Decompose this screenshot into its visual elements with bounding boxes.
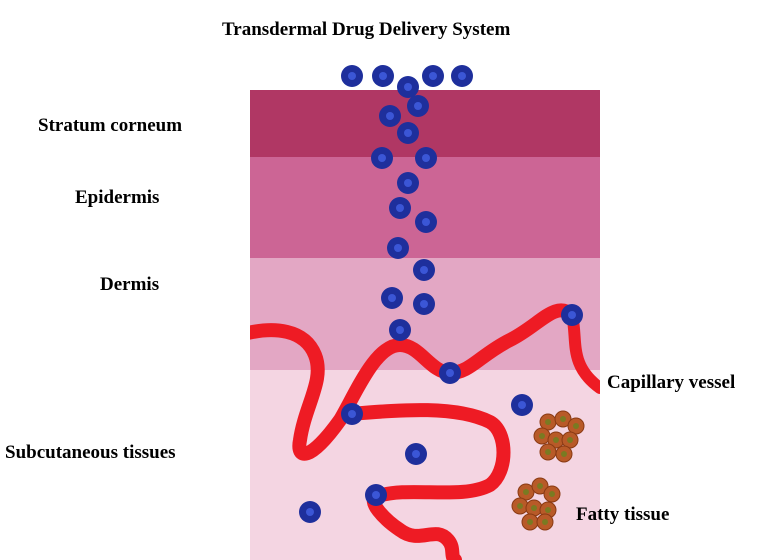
drug-particle (413, 293, 435, 315)
drug-particle (511, 394, 533, 416)
epidermis-layer (250, 157, 600, 258)
label-capillary-vessel: Capillary vessel (607, 372, 736, 393)
fat-cell-cluster (511, 477, 561, 531)
label-stratum-corneum: Stratum corneum (38, 115, 183, 136)
label-epidermis: Epidermis (75, 187, 160, 208)
drug-particle (397, 76, 419, 98)
label-subcutaneous-tissues: Subcutaneous tissues (5, 442, 176, 463)
drug-particle (407, 95, 429, 117)
drug-particle (341, 403, 363, 425)
drug-particle (299, 501, 321, 523)
capillary-lower (343, 403, 511, 560)
drug-particle (372, 65, 394, 87)
label-dermis: Dermis (100, 274, 160, 295)
drug-particle (389, 197, 411, 219)
drug-particle (422, 65, 444, 87)
drug-particle (381, 287, 403, 309)
fatty-tissue-clusters (511, 410, 585, 531)
drug-particles (299, 65, 583, 523)
drug-particle (413, 259, 435, 281)
drug-particle (397, 172, 419, 194)
diagram-title: Transdermal Drug Delivery System (222, 19, 511, 40)
drug-particle (405, 443, 427, 465)
drug-particle (439, 362, 461, 384)
drug-particle (415, 211, 437, 233)
drug-particle (397, 122, 419, 144)
drug-particle (451, 65, 473, 87)
drug-particle (561, 304, 583, 326)
drug-particle (371, 147, 393, 169)
drug-particle (387, 237, 409, 259)
drug-particle (415, 147, 437, 169)
drug-particle (341, 65, 363, 87)
label-fatty-tissue: Fatty tissue (576, 504, 670, 525)
fat-cell-cluster (533, 410, 585, 463)
drug-particle (389, 319, 411, 341)
drug-particle (365, 484, 387, 506)
drug-particle (379, 105, 401, 127)
capillary-upper (250, 303, 579, 461)
